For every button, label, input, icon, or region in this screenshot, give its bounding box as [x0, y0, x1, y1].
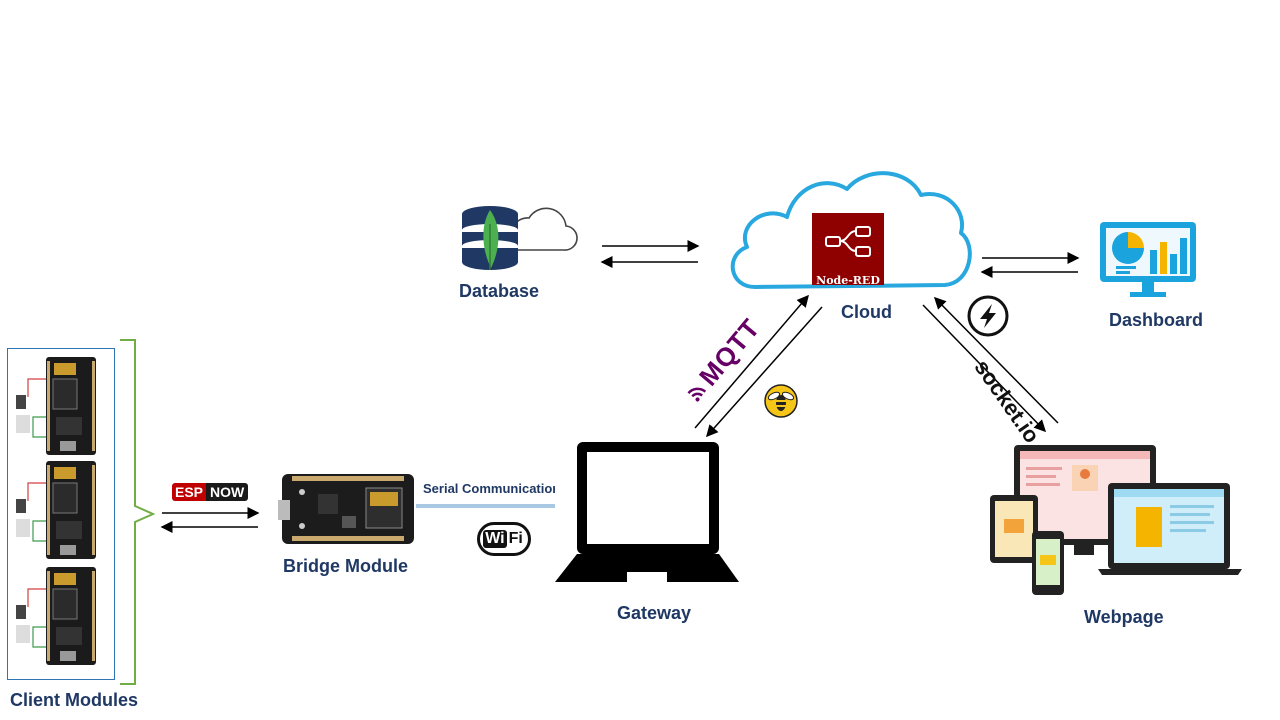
serial-line [416, 504, 578, 508]
devices-icon [990, 445, 1242, 595]
mqtt-signal-icon [687, 387, 707, 402]
dashboard-label: Dashboard [1109, 310, 1204, 330]
esp8266-board-icon [278, 474, 414, 544]
wifi-icon: Wi Fi [477, 522, 531, 556]
wifi-wi-text: Wi [483, 530, 507, 548]
espnow-esp-text: ESP [172, 483, 207, 501]
espnow-icon: ESP NOW [172, 483, 249, 501]
client-boards [16, 357, 96, 665]
laptop-icon [555, 432, 740, 592]
client-bracket [120, 339, 156, 685]
client-modules-box [7, 348, 115, 680]
database-label: Database [459, 281, 540, 301]
nodered-flow-icon [825, 226, 871, 257]
wifi-fi-text: Fi [508, 530, 523, 547]
nodered-text: Node-RED [816, 274, 880, 287]
cloud-label: Cloud [841, 302, 892, 322]
serial-communication-label: Serial Communication [423, 481, 561, 496]
espnow-arrows [160, 507, 260, 533]
cloud-dashboard-arrows [980, 252, 1080, 278]
esp8266-board-icon [16, 357, 96, 455]
dashboard-icon [1100, 222, 1196, 297]
nodered-icon: Node-RED [812, 213, 884, 287]
socketio-icon [967, 295, 1009, 337]
esp8266-board-icon [16, 567, 96, 665]
database-cloud-arrows [600, 240, 700, 268]
client-modules-label: Client Modules [10, 690, 139, 710]
bee-icon [764, 384, 798, 418]
mongodb-database-icon [462, 206, 578, 270]
bridge-module-label: Bridge Module [283, 556, 408, 576]
mqtt-icon: MQTT [679, 302, 776, 408]
espnow-now-text: NOW [206, 483, 249, 501]
esp8266-board-icon [16, 461, 96, 559]
webpage-label: Webpage [1084, 607, 1164, 627]
gateway-label: Gateway [617, 603, 692, 623]
